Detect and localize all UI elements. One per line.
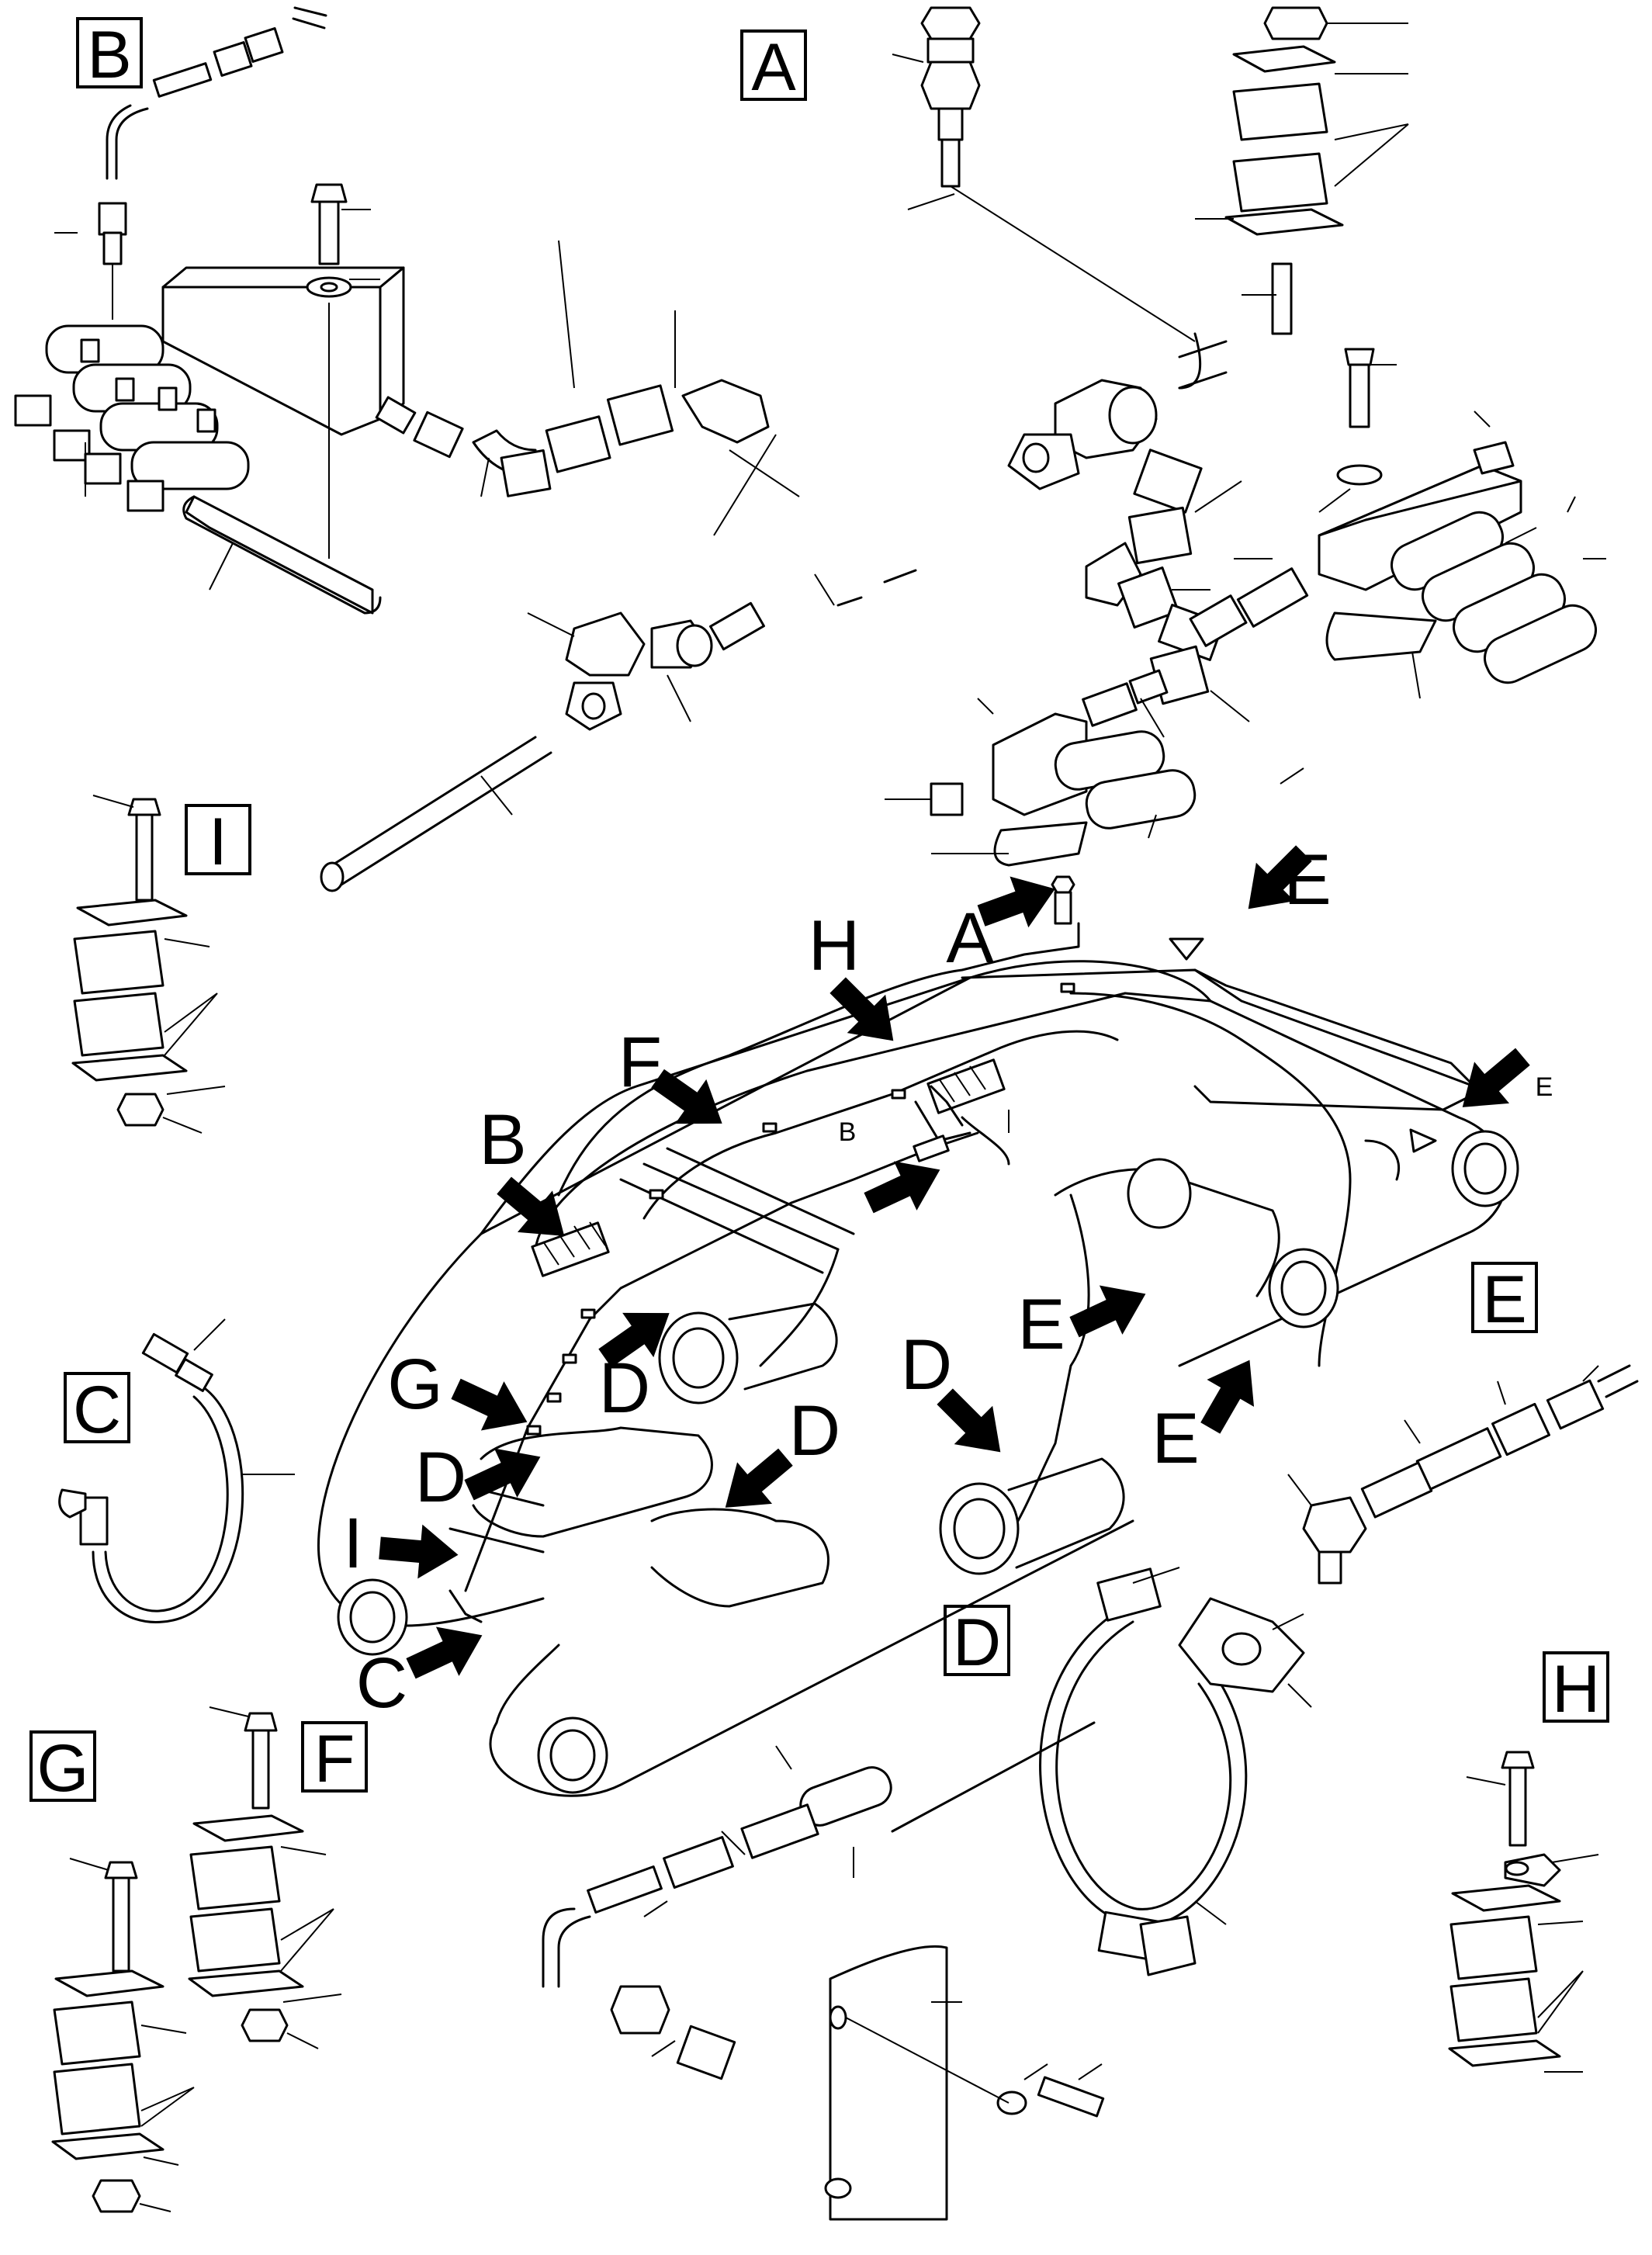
detail-label-F: F: [301, 1721, 368, 1796]
callout-D-4: D: [415, 1432, 552, 1517]
svg-text:B: B: [479, 1100, 526, 1179]
detail-label-H: H: [1543, 1651, 1609, 1727]
svg-text:A: A: [751, 30, 796, 105]
svg-text:C: C: [356, 1644, 407, 1723]
svg-text:E: E: [1536, 1072, 1553, 1102]
callout-E-right: E: [1446, 1036, 1553, 1128]
detail-D-band-clamp: [542, 1567, 1312, 2221]
arrow-icon: [400, 1611, 494, 1693]
callout-D-2: D: [901, 1325, 1020, 1471]
detail-label-G: G: [29, 1730, 96, 1806]
svg-text:C: C: [73, 1373, 121, 1447]
arrow-icon: [445, 1364, 539, 1446]
callout-I: I: [343, 1504, 461, 1583]
callout-H: H: [809, 906, 913, 1060]
svg-text:E: E: [1017, 1285, 1065, 1364]
washer-icon: [1504, 1853, 1561, 1887]
boom-assembly: [317, 875, 1519, 1797]
svg-text:I: I: [343, 1504, 363, 1583]
svg-text:D: D: [901, 1325, 952, 1405]
callout-B-small: B: [839, 1117, 951, 1228]
detail-label-A: A: [740, 29, 807, 105]
svg-text:F: F: [314, 1722, 355, 1796]
svg-text:I: I: [209, 805, 227, 879]
detail-C-hose: [58, 1318, 295, 1623]
boom-grease-block-1: [531, 1221, 610, 1277]
detail-B-grease-block: [14, 6, 800, 615]
svg-text:B: B: [87, 18, 131, 92]
svg-text:B: B: [839, 1117, 857, 1147]
hose-fitting-icon: [141, 1332, 213, 1392]
svg-text:D: D: [789, 1391, 840, 1470]
callout-E-bottom: E: [1152, 1346, 1273, 1478]
detail-label-C: C: [64, 1372, 130, 1447]
callout-E-mid: E: [1017, 1270, 1157, 1364]
svg-text:E: E: [1152, 1399, 1199, 1478]
detail-G-clamp: [51, 1858, 195, 2213]
callout-D-3: D: [708, 1391, 840, 1528]
clamp-icon: [1224, 6, 1344, 335]
detail-E-fitting: [1287, 1364, 1639, 1585]
detail-label-E: E: [1471, 1262, 1538, 1337]
detail-label-B: B: [76, 17, 143, 92]
detail-F-clamp: [188, 1706, 342, 2049]
svg-text:H: H: [1552, 1652, 1600, 1727]
callout-D-1: D: [589, 1291, 684, 1428]
svg-text:A: A: [946, 899, 994, 978]
callout-B: B: [479, 1100, 581, 1256]
svg-text:G: G: [37, 1731, 89, 1806]
detail-label-D: D: [944, 1605, 1010, 1680]
svg-text:G: G: [387, 1345, 443, 1424]
boom-grease-block-2: [926, 1058, 1006, 1114]
svg-text:E: E: [1283, 840, 1331, 920]
svg-text:F: F: [618, 1023, 662, 1102]
arrow-icon: [1187, 1346, 1273, 1442]
nut-icon: [92, 2179, 141, 2213]
bolt-icon: [306, 183, 352, 298]
grease-block-icon: [14, 324, 250, 512]
svg-text:D: D: [953, 1606, 1001, 1680]
arrow-icon: [377, 1521, 461, 1582]
callout-G: G: [387, 1345, 539, 1446]
detail-H-clamp: [1448, 1751, 1599, 2073]
svg-text:D: D: [415, 1438, 466, 1517]
detail-label-I: I: [185, 804, 251, 879]
svg-text:D: D: [599, 1349, 650, 1428]
callout-E-top: E: [1229, 834, 1332, 928]
svg-text:E: E: [1482, 1263, 1526, 1337]
callout-C: C: [356, 1611, 494, 1723]
detail-A-pipe-fittings: [320, 6, 1606, 892]
arrow-icon: [1063, 1270, 1157, 1352]
detail-I-clamp: [71, 795, 226, 1134]
callout-A: A: [946, 864, 1065, 978]
svg-text:H: H: [809, 906, 860, 985]
callout-F: F: [618, 1023, 737, 1145]
